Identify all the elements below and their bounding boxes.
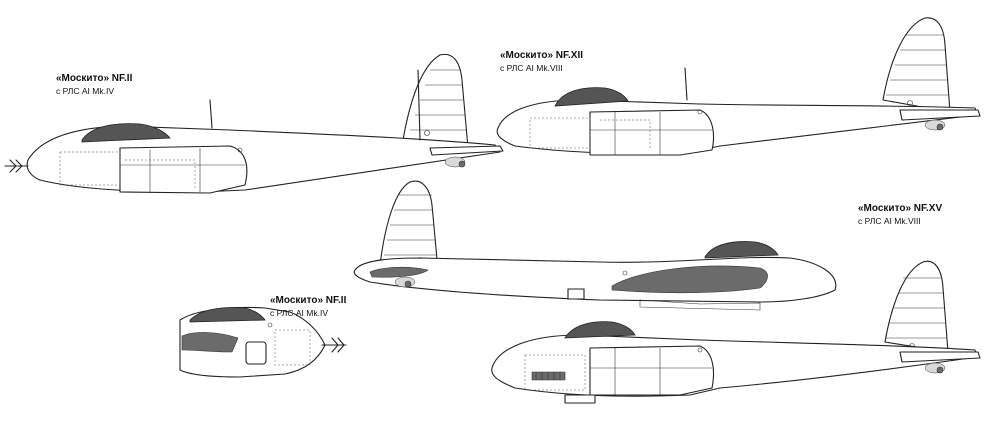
aircraft-title: «Москито» NF.XV	[858, 203, 943, 214]
aircraft-radar: с РЛС AI Mk.IV	[56, 85, 114, 96]
nf12-side-view	[496, 17, 981, 156]
aircraft-radar: с РЛС AI Mk.IV	[270, 307, 328, 318]
aircraft-radar: с РЛС AI Mk.VIII	[500, 62, 563, 73]
aircraft-title: «Москито» NF.XII	[500, 50, 584, 61]
nf2-nose-view	[179, 306, 347, 378]
aircraft-radar: с РЛС AI Mk.VIII	[858, 215, 921, 226]
nf2-side-view	[4, 53, 504, 194]
aircraft-title: «Москито» NF.II	[56, 73, 133, 84]
aircraft-title: «Москито» NF.II	[270, 295, 347, 306]
label-nf2-nose: «Москито» NF.II с РЛС AI Mk.IV	[270, 295, 346, 318]
nf-lower-right-view	[491, 260, 981, 404]
nf15-side-view	[353, 180, 837, 311]
label-nf15-side: «Москито» NF.XV с РЛС AI Mk.VIII	[858, 203, 942, 226]
label-nf12-side: «Москито» NF.XII с РЛС AI Mk.VIII	[500, 50, 583, 73]
label-nf2-side: «Москито» NF.II с РЛС AI Mk.IV	[56, 73, 132, 96]
